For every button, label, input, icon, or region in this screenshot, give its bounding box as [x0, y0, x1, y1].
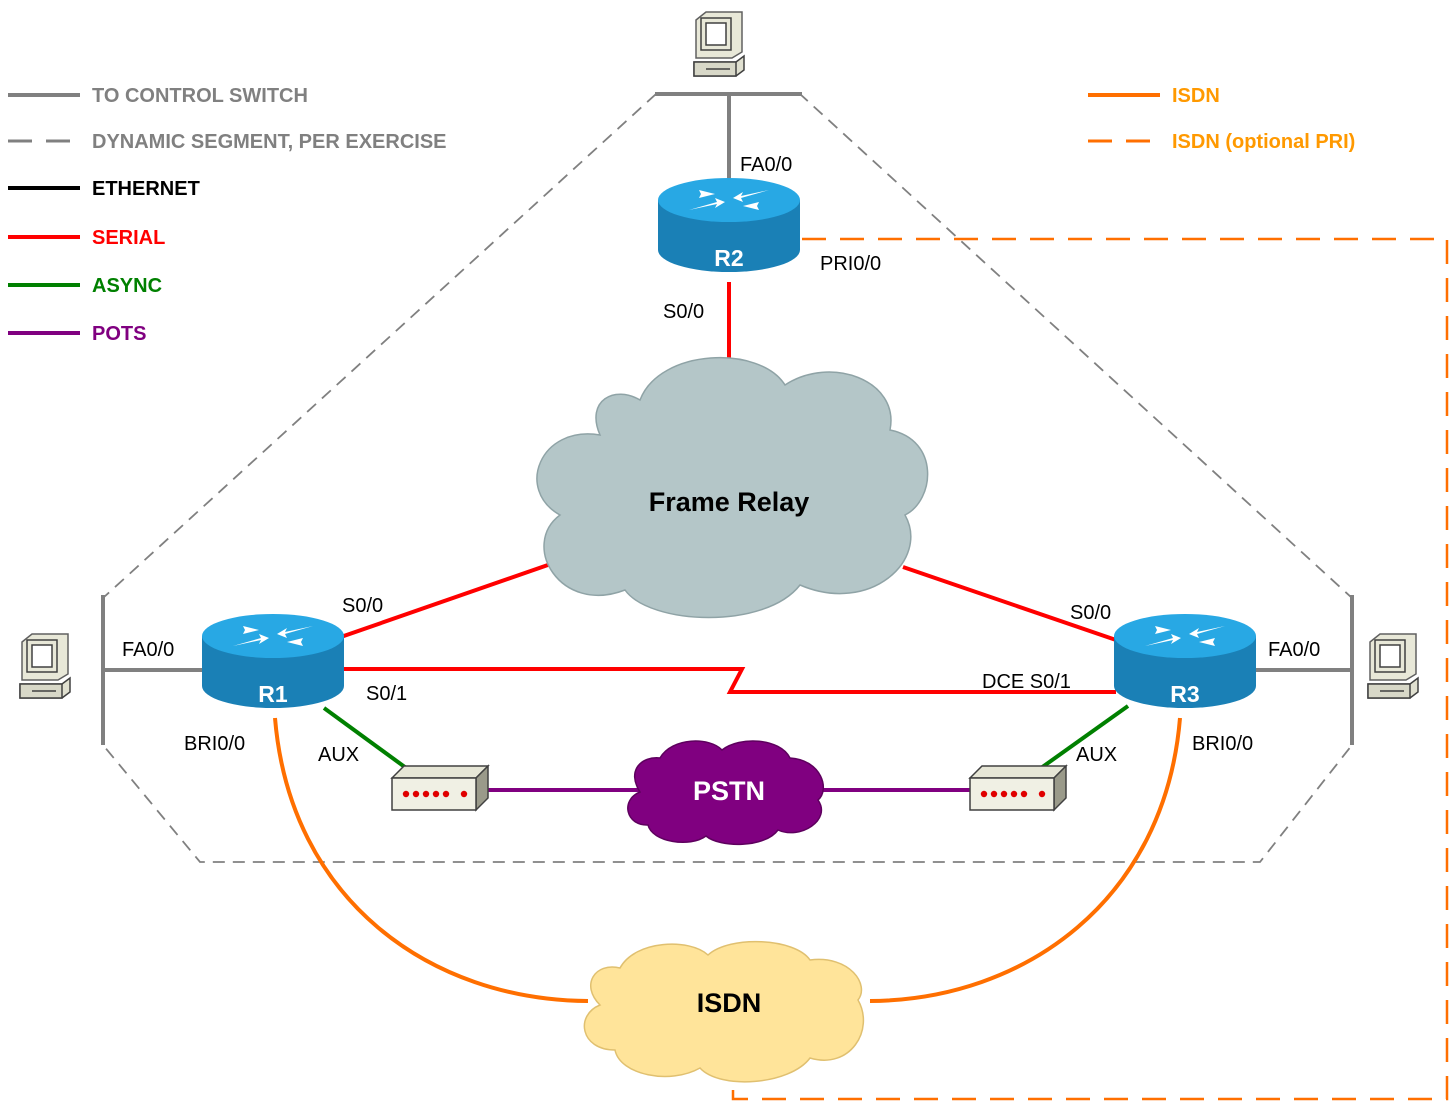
frame-relay-cloud: Frame Relay	[536, 356, 929, 619]
pstn-label: PSTN	[693, 776, 765, 806]
cloud-icon	[627, 740, 824, 846]
isdn-optional-pri-link	[731, 237, 1449, 1101]
pc-right[interactable]	[1367, 633, 1419, 699]
cloud-icon	[583, 940, 865, 1083]
r1-fa-label: FA0/0	[122, 639, 174, 661]
legend-ethernet: ETHERNET	[8, 178, 200, 200]
router-r2[interactable]: R2	[658, 178, 800, 272]
r3-aux-label: AUX	[1076, 744, 1117, 766]
r1-s00-label: S0/0	[342, 595, 383, 617]
legend-pots: POTS	[8, 323, 146, 345]
modem-icon	[969, 765, 1067, 811]
interface-labels: FA0/0 PRI0/0 S0/0 FA0/0 S0/0 S0/1 AUX BR…	[122, 154, 1320, 766]
legend-label: ISDN (optional PRI)	[1172, 131, 1355, 153]
legend-isdn: ISDN	[1088, 85, 1220, 107]
legend-control-switch: TO CONTROL SWITCH	[8, 85, 308, 107]
router-name: R3	[1170, 681, 1199, 707]
isdn-cloud-label: ISDN	[697, 988, 762, 1018]
r1-aux-label: AUX	[318, 744, 359, 766]
r2-pri-label: PRI0/0	[820, 253, 881, 275]
r3-bri-label: BRI0/0	[1192, 733, 1253, 755]
legend-isdn-optional-pri: ISDN (optional PRI)	[1088, 131, 1355, 153]
pstn-cloud: PSTN	[627, 740, 824, 846]
frame-relay-label: Frame Relay	[649, 487, 810, 517]
legend-dynamic-segment: DYNAMIC SEGMENT, PER EXERCISE	[8, 131, 447, 153]
pc-workstation-icon	[693, 11, 745, 77]
r2-fa-label: FA0/0	[740, 154, 792, 176]
legend-label: ETHERNET	[92, 178, 200, 200]
r1-s01-label: S0/1	[366, 683, 407, 705]
r3-s00-label: S0/0	[1070, 602, 1111, 624]
router-r3[interactable]: R3	[1114, 614, 1256, 708]
r3-fa-label: FA0/0	[1268, 639, 1320, 661]
legend-left: TO CONTROL SWITCH DYNAMIC SEGMENT, PER E…	[8, 85, 447, 345]
serial-links	[337, 282, 1117, 694]
router-name: R2	[714, 245, 743, 271]
legend-label: POTS	[92, 323, 146, 345]
router-name: R1	[258, 681, 288, 707]
legend-right: ISDN ISDN (optional PRI)	[1088, 85, 1355, 153]
pc-top[interactable]	[693, 11, 745, 77]
pc-left[interactable]	[19, 633, 71, 699]
isdn-links	[273, 717, 1182, 1003]
cloud-icon	[536, 356, 929, 619]
isdn-cloud: ISDN	[583, 940, 865, 1083]
async-links	[322, 704, 1130, 775]
legend-label: TO CONTROL SWITCH	[92, 85, 308, 107]
legend-label: DYNAMIC SEGMENT, PER EXERCISE	[92, 131, 447, 153]
pc-workstation-icon	[19, 633, 71, 699]
router-r1[interactable]: R1	[202, 614, 344, 708]
r2-s0-label: S0/0	[663, 301, 704, 323]
r1-bri-label: BRI0/0	[184, 733, 245, 755]
legend-label: SERIAL	[92, 227, 165, 249]
modem-icon	[391, 765, 489, 811]
legend-serial: SERIAL	[8, 227, 165, 249]
legend-label: ISDN	[1172, 85, 1220, 107]
modem-right[interactable]	[969, 765, 1067, 811]
r3-s01-label: DCE S0/1	[982, 671, 1071, 693]
legend-async: ASYNC	[8, 275, 162, 297]
pc-workstation-icon	[1367, 633, 1419, 699]
modem-left[interactable]	[391, 765, 489, 811]
legend-label: ASYNC	[92, 275, 162, 297]
